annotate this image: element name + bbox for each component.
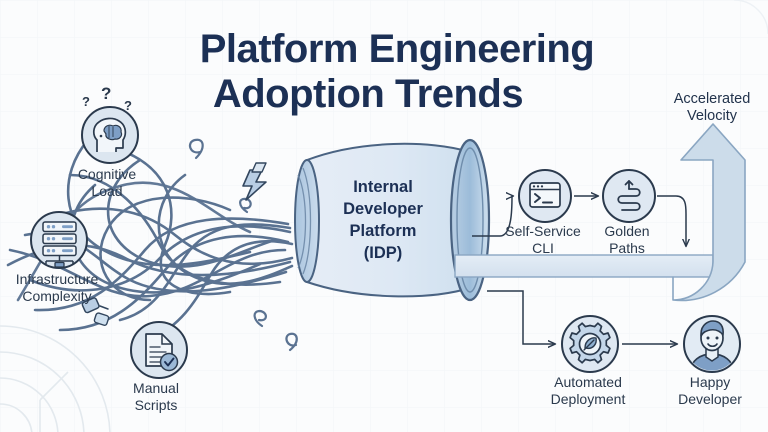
question-marks-icon: ? ? ? — [82, 84, 132, 113]
infrastructure-complexity-label-line1: Infrastructure — [16, 271, 99, 287]
brain-head-icon — [93, 117, 127, 152]
svg-text:?: ? — [124, 98, 132, 113]
golden-paths-label-line2: Paths — [609, 240, 645, 256]
gear-leaf-icon — [569, 322, 611, 364]
input-node-manual-scripts[interactable]: Manual Scripts — [130, 321, 188, 413]
output-pipe — [454, 254, 714, 278]
svg-text:?: ? — [101, 84, 111, 103]
concentric-arcs-watermark — [0, 325, 111, 432]
output-node-self-service-cli[interactable]: Self-Service CLI — [505, 169, 581, 256]
happy-developer-label-line2: Developer — [678, 391, 742, 407]
happy-developer-label-line1: Happy — [690, 374, 730, 390]
connector-golden-paths-to-velocity — [657, 195, 686, 246]
page-title-line1: Platform Engineering — [200, 27, 595, 71]
accelerated-velocity-label-line1: Accelerated — [674, 91, 751, 107]
accelerated-velocity-arrow — [672, 123, 746, 302]
input-node-cognitive-load[interactable]: ? ? ? Cognitive Load — [78, 84, 139, 199]
cognitive-load-label-line2: Load — [91, 183, 122, 199]
svg-text:?: ? — [82, 94, 90, 109]
self-service-cli-label-line2: CLI — [532, 240, 554, 256]
funnel-throat — [294, 159, 320, 283]
connector-funnel-to-deployment — [487, 290, 555, 344]
smiling-person-avatar-icon — [689, 320, 735, 371]
output-node-automated-deployment[interactable]: Automated Deployment — [551, 315, 626, 407]
winding-path-icon — [617, 180, 641, 211]
idp-title-line-3: Platform — [350, 222, 417, 240]
automated-deployment-label-line1: Automated — [554, 374, 622, 390]
document-check-icon — [145, 333, 179, 372]
cable-loose-ends — [188, 138, 298, 352]
terminal-window-icon — [529, 182, 561, 208]
connector-funnel-to-cli — [472, 196, 513, 237]
output-node-happy-developer[interactable]: Happy Developer — [678, 315, 742, 407]
plug-icon-left — [81, 297, 109, 314]
plug-icon-bottom — [93, 312, 110, 326]
funnel-mouth-inner — [456, 147, 484, 293]
golden-paths-label-line1: Golden — [604, 223, 649, 239]
server-rack-icon — [42, 221, 77, 268]
idp-title-line-4: (IDP) — [364, 244, 403, 262]
lightning-bolt-icon — [242, 162, 267, 201]
page-title-line2: Adoption Trends — [213, 72, 523, 116]
automated-deployment-label-line2: Deployment — [551, 391, 626, 407]
input-node-infrastructure-complexity[interactable]: Infrastructure Complexity — [16, 211, 99, 304]
cognitive-load-label-line1: Cognitive — [78, 166, 137, 182]
manual-scripts-label-line2: Scripts — [135, 397, 178, 413]
output-node-golden-paths[interactable]: Golden Paths — [602, 169, 656, 256]
infrastructure-complexity-label-line2: Complexity — [22, 288, 91, 304]
corner-arcs-top-right — [733, 0, 768, 35]
accelerated-velocity-label-line2: Velocity — [687, 108, 738, 124]
manual-scripts-label-line1: Manual — [133, 380, 179, 396]
self-service-cli-label-line1: Self-Service — [505, 223, 581, 239]
idp-title-line-2: Developer — [343, 200, 423, 218]
idp-title-line-1: Internal — [353, 178, 413, 196]
